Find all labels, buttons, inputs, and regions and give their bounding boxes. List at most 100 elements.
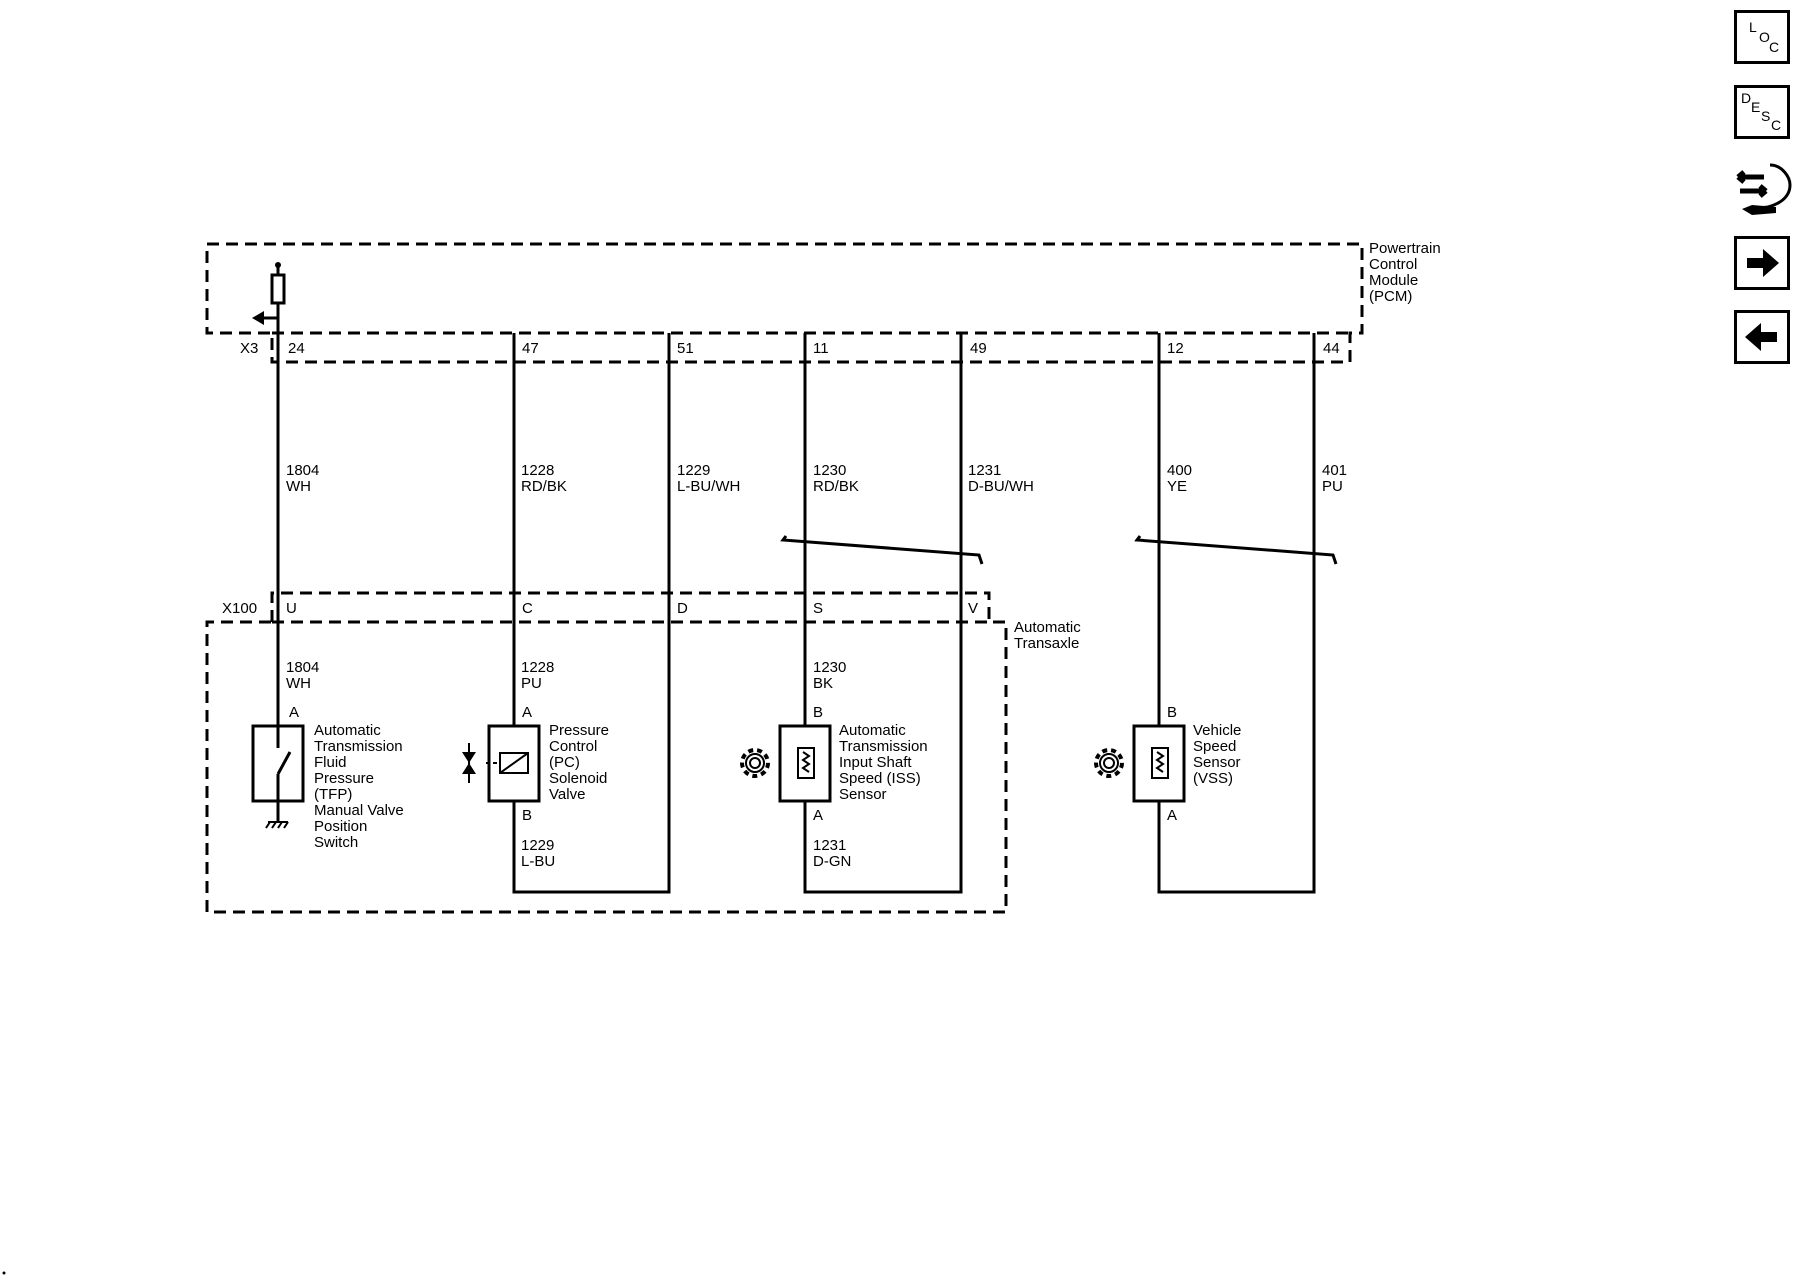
- wire-circuit: 1230: [813, 462, 846, 479]
- desc-letter: C: [1771, 117, 1781, 133]
- wire-color: D-GN: [813, 853, 851, 870]
- wire-color: PU: [521, 675, 542, 692]
- pcm-pin-44: 44: [1323, 340, 1340, 357]
- pcm-pin-47: 47: [522, 340, 539, 357]
- wire-circuit: 1804: [286, 659, 319, 676]
- transaxle-connector-label: X100: [222, 600, 257, 617]
- loc-letter: O: [1759, 29, 1770, 45]
- tfp-label: Automatic: [314, 722, 381, 739]
- upper-wire-labels: 1804 WH 1228 RD/BK 1229 L-BU/WH 1230 RD/…: [286, 462, 1347, 495]
- wire-color: D-BU/WH: [968, 478, 1034, 495]
- iss-label: Input Shaft: [839, 754, 912, 771]
- tfp-label: Switch: [314, 834, 358, 851]
- pcm-label-1: Powertrain: [1369, 240, 1441, 257]
- loc-icon: L O C: [1749, 19, 1779, 55]
- wire-color: L-BU/WH: [677, 478, 740, 495]
- wire-color: WH: [286, 675, 311, 692]
- iss-label: Speed (ISS): [839, 770, 921, 787]
- iss-label: Sensor: [839, 786, 887, 803]
- tfp-label: Fluid: [314, 754, 347, 771]
- transaxle-pin-d: D: [677, 600, 688, 617]
- pcm-pin-12: 12: [1167, 340, 1184, 357]
- vss-pin-top: B: [1167, 704, 1177, 721]
- wire-color: YE: [1167, 478, 1187, 495]
- pcm-pin-24: 24: [288, 340, 305, 357]
- pc-label: Pressure: [549, 722, 609, 739]
- tfp-label: Transmission: [314, 738, 403, 755]
- transaxle-label-1: Automatic: [1014, 619, 1081, 636]
- wire-color: PU: [1322, 478, 1343, 495]
- valve-icon: [462, 743, 476, 783]
- desc-icon: D E S C: [1741, 90, 1781, 133]
- pcm-module: Powertrain Control Module (PCM) X3 24 47…: [205, 240, 1441, 364]
- vss-sensor: B A Vehicle Speed Sensor (VSS): [1094, 704, 1241, 824]
- connector-end-view-icon: [1736, 163, 1792, 215]
- wire-circuit: 1231: [968, 462, 1001, 479]
- arrow-right-icon: [1747, 249, 1779, 277]
- wire-circuit: 1231: [813, 837, 846, 854]
- description-button[interactable]: D E S C: [1734, 85, 1790, 139]
- vss-label: Vehicle: [1193, 722, 1241, 739]
- tfp-pin: A: [289, 704, 299, 721]
- transaxle-label-2: Transaxle: [1014, 635, 1079, 652]
- wire-circuit: 1228: [521, 659, 554, 676]
- transaxle-pin-u: U: [286, 600, 297, 617]
- wire-circuit: 1804: [286, 462, 319, 479]
- wire-color: BK: [813, 675, 833, 692]
- transaxle-pin-s: S: [813, 600, 823, 617]
- pc-label: Solenoid: [549, 770, 607, 787]
- iss-sensor: B A Automatic Transmission Input Shaft S…: [740, 704, 928, 824]
- iss-label: Transmission: [839, 738, 928, 755]
- pcm-connector-label: X3: [240, 340, 258, 357]
- pc-pin-top: A: [522, 704, 532, 721]
- wire-circuit: 401: [1322, 462, 1347, 479]
- tfp-label: Position: [314, 818, 367, 835]
- pcm-pin-49: 49: [970, 340, 987, 357]
- pcm-label-4: (PCM): [1369, 288, 1412, 305]
- pc-label: Valve: [549, 786, 585, 803]
- location-button[interactable]: L O C: [1734, 10, 1790, 64]
- tfp-label: (TFP): [314, 786, 352, 803]
- iss-label: Automatic: [839, 722, 906, 739]
- arrow-left-icon: [1745, 323, 1777, 351]
- wire-circuit: 1229: [521, 837, 554, 854]
- pullup-resistor-icon: [252, 262, 286, 325]
- tfp-label: Manual Valve: [314, 802, 404, 819]
- pc-solenoid: A B Pressure Control (PC) Solenoid Valve: [462, 704, 609, 824]
- vss-label: (VSS): [1193, 770, 1233, 787]
- tfp-switch: A Automatic Transmission Fluid Pressure …: [251, 704, 404, 851]
- lower-wire-labels: 1804 WH 1228 PU 1230 BK 1229 L-BU 1231 D…: [286, 659, 851, 870]
- pc-label: Control: [549, 738, 597, 755]
- vss-label: Sensor: [1193, 754, 1241, 771]
- loc-letter: L: [1749, 19, 1757, 35]
- pc-pin-bottom: B: [522, 807, 532, 824]
- vss-pin-bottom: A: [1167, 807, 1177, 824]
- iss-pin-top: B: [813, 704, 823, 721]
- wire-circuit: 400: [1167, 462, 1192, 479]
- transaxle-pin-v: V: [968, 600, 978, 617]
- wire-circuit: 1230: [813, 659, 846, 676]
- previous-button[interactable]: [1734, 310, 1790, 364]
- ground-icon: [265, 821, 289, 829]
- next-button[interactable]: [1734, 236, 1790, 290]
- gear-icon: [740, 748, 770, 778]
- wire-color: WH: [286, 478, 311, 495]
- connector-end-view-button[interactable]: [1732, 155, 1792, 221]
- pcm-label-2: Control: [1369, 256, 1417, 273]
- iss-pin-bottom: A: [813, 807, 823, 824]
- transaxle-pin-c: C: [522, 600, 533, 617]
- tfp-label: Pressure: [314, 770, 374, 787]
- pc-label: (PC): [549, 754, 580, 771]
- transaxle-module: Automatic Transaxle X100 U C D S V: [205, 591, 1081, 914]
- wire-color: L-BU: [521, 853, 555, 870]
- pcm-pin-51: 51: [677, 340, 694, 357]
- wire-color: RD/BK: [521, 478, 567, 495]
- desc-letter: S: [1761, 108, 1770, 124]
- wire-circuit: 1228: [521, 462, 554, 479]
- vss-label: Speed: [1193, 738, 1236, 755]
- pcm-pin-11: 11: [813, 340, 829, 357]
- desc-letter: E: [1751, 99, 1760, 115]
- desc-letter: D: [1741, 90, 1751, 106]
- wire-circuit: 1229: [677, 462, 710, 479]
